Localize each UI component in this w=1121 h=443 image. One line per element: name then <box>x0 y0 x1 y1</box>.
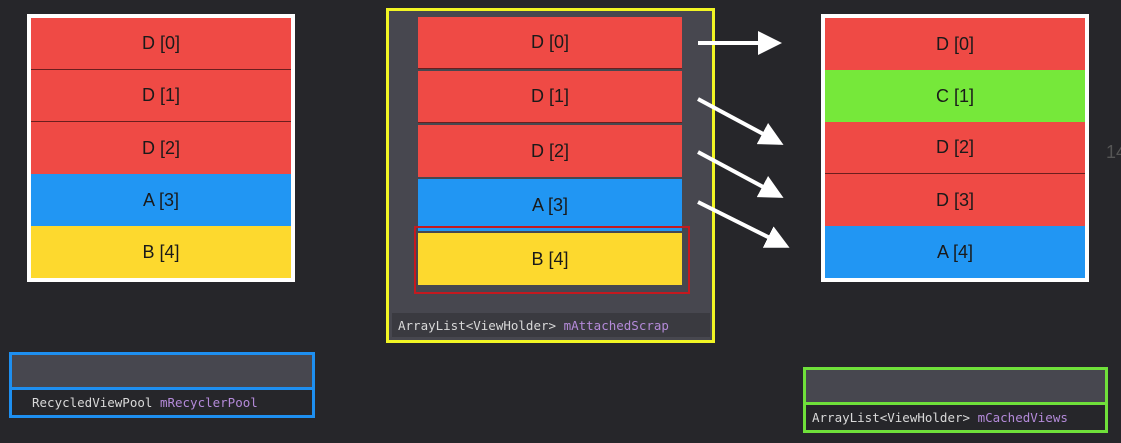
left-list: D [0]D [1]D [2]A [3]B [4] <box>27 14 295 282</box>
removed-highlight <box>414 226 690 294</box>
cached-views-caption: ArrayList<ViewHolder> mCachedViews <box>803 405 1108 433</box>
arrow-3 <box>697 200 790 248</box>
recycler-pool-box <box>9 352 315 390</box>
attached-scrap-list: D [0]D [1]D [2]A [3]B [4] <box>418 17 682 289</box>
right-list-cell-0: D [0] <box>825 18 1085 70</box>
right-list-cell-2: D [2] <box>825 122 1085 174</box>
right-list-cell-4: A [4] <box>825 226 1085 278</box>
attached-scrap-cell-3: A [3] <box>418 179 682 231</box>
recycler-pool-type: RecycledViewPool <box>32 395 153 410</box>
left-list-cell-2: D [2] <box>31 122 291 174</box>
arrow-2 <box>697 150 784 198</box>
right-list: D [0]C [1]D [2]D [3]A [4] <box>821 14 1089 282</box>
attached-scrap-caption: ArrayList<ViewHolder> mAttachedScrap <box>392 313 710 337</box>
recycler-pool-caption: RecycledViewPool mRecyclerPool <box>9 390 315 418</box>
right-list-cell-3: D [3] <box>825 174 1085 226</box>
cached-views-box <box>803 367 1108 405</box>
recycler-pool-var: mRecyclerPool <box>159 395 258 410</box>
left-list-cell-3: A [3] <box>31 174 291 226</box>
left-list-cell-0: D [0] <box>31 18 291 70</box>
edge-number: 14 <box>1106 142 1121 162</box>
arrow-1 <box>697 97 784 145</box>
attached-scrap-var: mAttachedScrap <box>563 317 669 333</box>
attached-scrap-cell-1: D [1] <box>418 71 682 123</box>
left-list-cell-4: B [4] <box>31 226 291 278</box>
attached-scrap-cell-2: D [2] <box>418 125 682 177</box>
attached-scrap-cell-4: B [4] <box>418 233 682 285</box>
left-list-cell-1: D [1] <box>31 70 291 122</box>
attached-scrap-type: ArrayList<ViewHolder> <box>398 317 557 333</box>
attached-scrap-cell-0: D [0] <box>418 17 682 69</box>
cached-views-type: ArrayList<ViewHolder> <box>812 410 971 425</box>
cached-views-var: mCachedViews <box>977 410 1068 425</box>
right-list-cell-1: C [1] <box>825 70 1085 122</box>
